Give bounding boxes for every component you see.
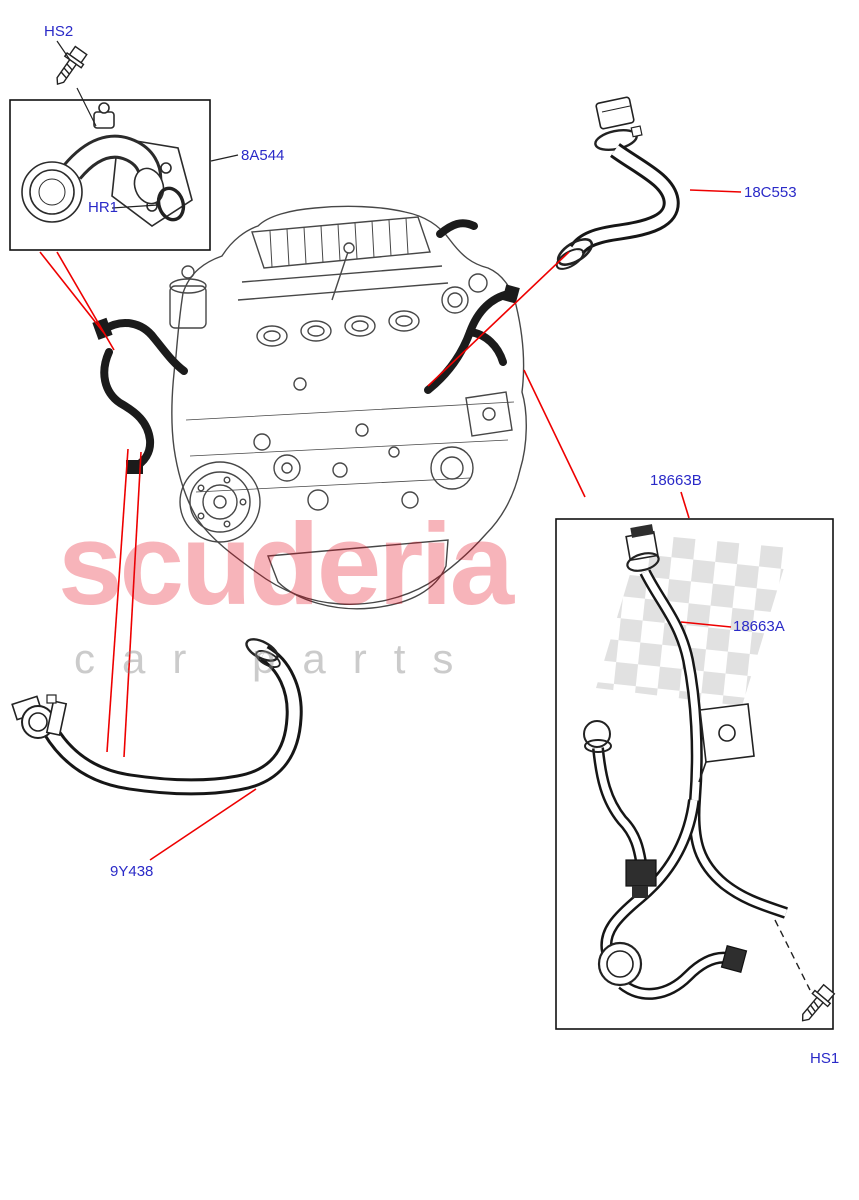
part-label-hs2[interactable]: HS2 [44, 23, 74, 40]
part-label-hr1[interactable]: HR1 [88, 199, 119, 216]
leader-lines [39, 189, 742, 861]
part-label-8a544[interactable]: 8A544 [241, 147, 285, 164]
callout-box-8a544 [9, 99, 211, 251]
bolt-hs2-illustration [48, 44, 90, 91]
engine-hoses-illustration [99, 219, 512, 472]
part-label-9y438[interactable]: 9Y438 [110, 863, 154, 880]
part-label-hs1[interactable]: HS1 [810, 1050, 840, 1067]
thermostat-housing-illustration [21, 102, 193, 227]
part-label-18663a[interactable]: 18663A [733, 618, 785, 635]
part-label-18c553[interactable]: 18C553 [744, 184, 797, 201]
o-ring-hr1-illustration [156, 186, 186, 222]
hose-18c553-illustration [555, 96, 680, 270]
callout-box-18663b [555, 518, 834, 1030]
hose-9y438-illustration [11, 638, 303, 796]
heater-hose-assembly-illustration [583, 524, 788, 1000]
bolt-hs1-illustration [794, 982, 838, 1028]
part-label-18663b[interactable]: 18663B [650, 472, 702, 489]
engine-illustration [169, 205, 527, 610]
dashed-assembly-line [774, 919, 811, 991]
label-lines [56, 40, 239, 209]
